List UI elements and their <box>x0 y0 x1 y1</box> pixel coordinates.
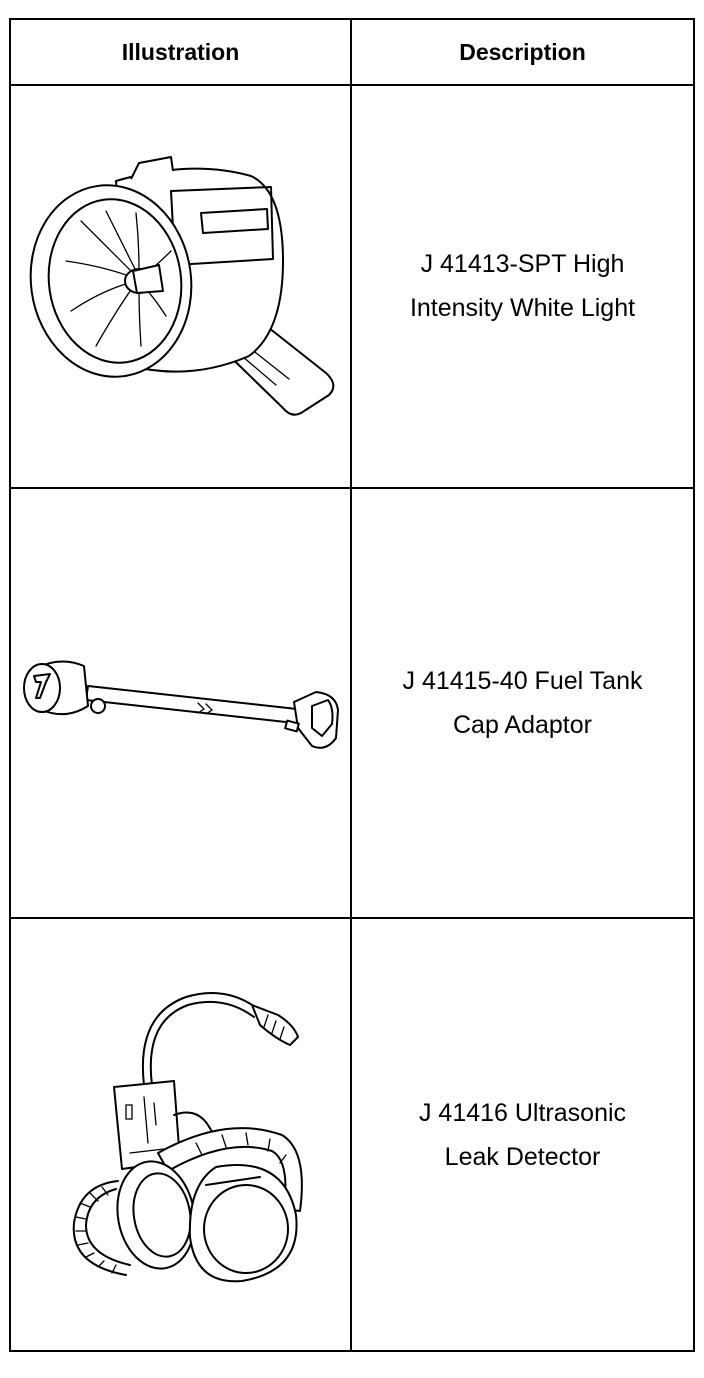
table-row: J 41413-SPT High Intensity White Light <box>9 84 695 489</box>
spotlight-illustration <box>29 156 334 417</box>
tool-description: J 41416 Ultrasonic Leak Detector <box>418 1098 627 1171</box>
table-header-row: Illustration Description <box>9 17 695 87</box>
table-row: J 41416 Ultrasonic Leak Detector <box>9 917 695 1352</box>
leak-detector-illustration <box>72 991 303 1282</box>
fuel-cap-adaptor-illustration <box>22 660 339 749</box>
tool-description: J 41415-40 Fuel Tank Cap Adaptor <box>402 667 643 739</box>
illustration-header: Illustration <box>9 17 352 87</box>
description-cell: J 41413-SPT High Intensity White Light <box>350 84 695 489</box>
description-cell: J 41416 Ultrasonic Leak Detector <box>350 917 695 1352</box>
table-row: J 41415-40 Fuel Tank Cap Adaptor <box>9 486 695 920</box>
description-header: Description <box>350 17 695 87</box>
illustration-cell <box>9 917 352 1352</box>
illustration-cell <box>9 84 352 489</box>
illustration-cell <box>9 486 352 920</box>
description-cell: J 41415-40 Fuel Tank Cap Adaptor <box>350 486 695 920</box>
tool-description: J 41413-SPT High Intensity White Light <box>409 250 636 323</box>
tools-table: Illustration Description <box>9 17 695 1352</box>
